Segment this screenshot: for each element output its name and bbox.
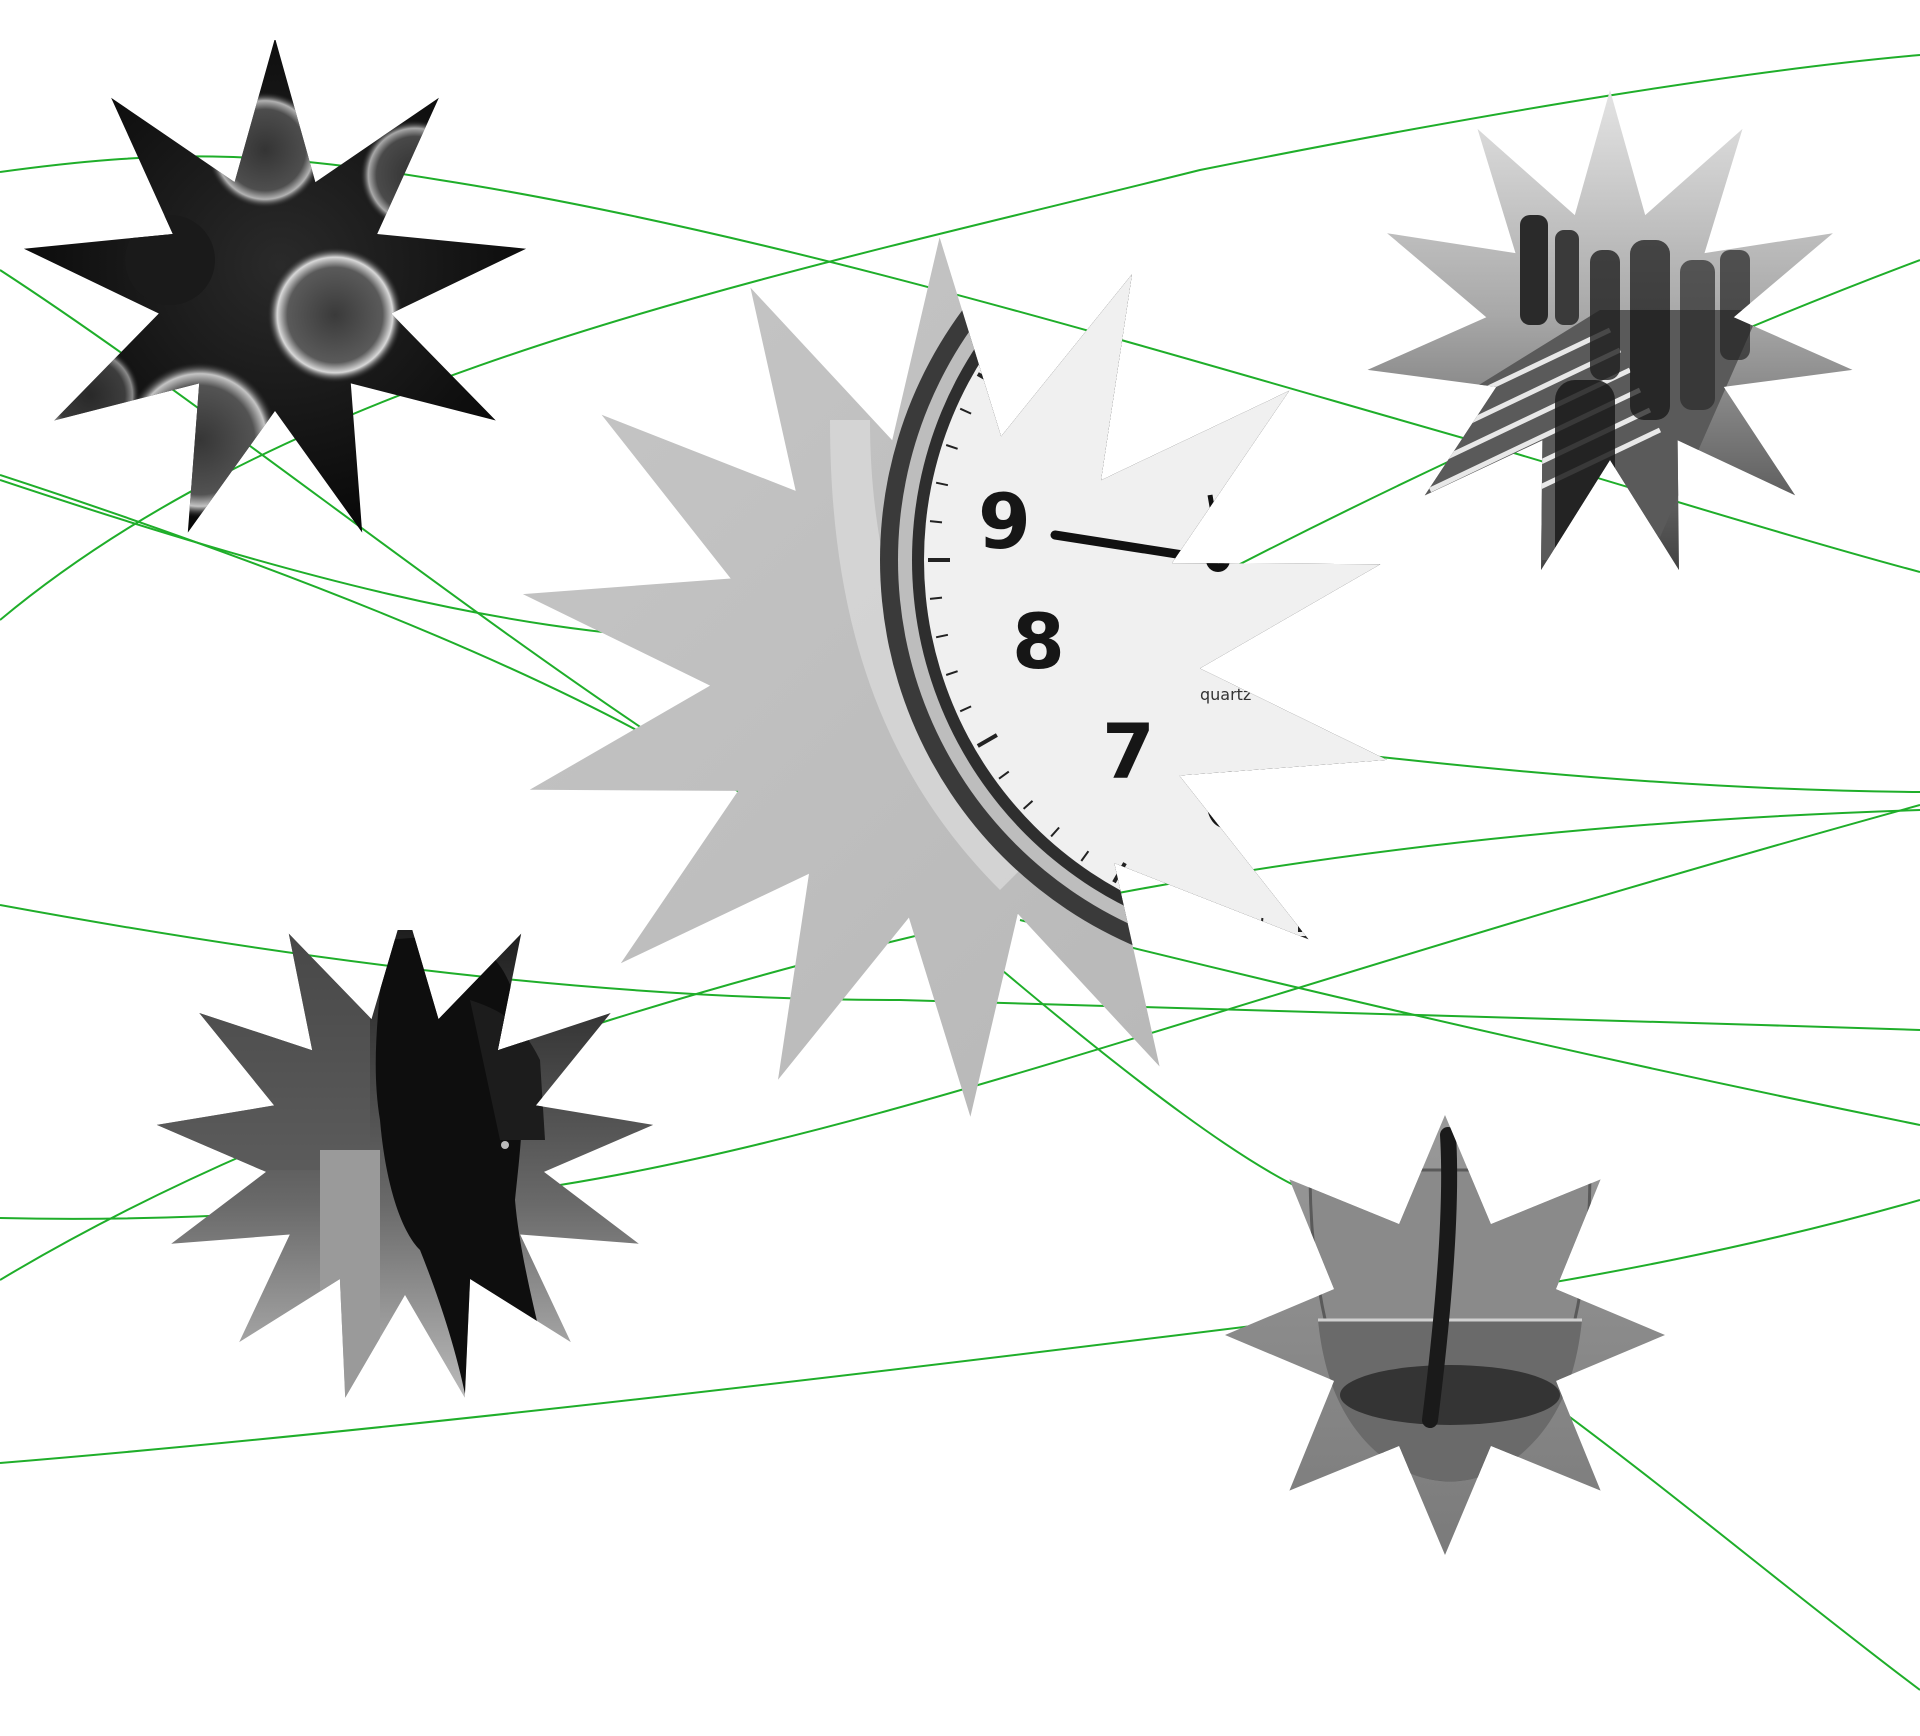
clock-tick (1336, 917, 1340, 931)
thread-line (0, 1199, 1920, 1464)
clock-tick (1512, 851, 1519, 861)
clock-tick (945, 670, 958, 676)
clock-numeral-8: 8 (1012, 597, 1065, 686)
clock-tick (1080, 850, 1090, 862)
clock-tick (1112, 237, 1127, 258)
clock-tick (1446, 889, 1451, 900)
clock-tick (945, 444, 958, 450)
clock-tick (1147, 888, 1155, 901)
crowd-on-stairs-icon (1367, 90, 1853, 571)
clock-tick (1050, 826, 1060, 838)
clock-tick (1022, 800, 1034, 810)
clock-numeral-6: 6 (1202, 757, 1255, 846)
clock-tick (1375, 196, 1378, 208)
clock-tick (1411, 902, 1415, 913)
clock-tick (1446, 220, 1451, 231)
clock-tick (1475, 863, 1486, 882)
glass-with-liquid-icon (1225, 1115, 1665, 1555)
clock-tick (935, 481, 949, 487)
clock-numeral-9: 9 (978, 477, 1031, 566)
clock-tick (1642, 671, 1653, 675)
clock-tick (959, 407, 972, 415)
thread-line (1539, 1394, 1920, 1691)
clock-numeral-7: 7 (1102, 707, 1155, 796)
clock-tick (1050, 282, 1060, 294)
clock-tick (1261, 190, 1262, 202)
clock-tick (1260, 917, 1264, 931)
thread-line (989, 959, 1331, 1201)
man-in-suit-icon (156, 930, 654, 1398)
clock-brand-label: quartz (1200, 685, 1251, 704)
thread-line (0, 54, 1920, 621)
clock-tick (1185, 206, 1189, 217)
thread-line (0, 269, 691, 761)
virus-micrograph-icon (23, 40, 527, 533)
clock-tick (1149, 220, 1154, 231)
clock-tick (1338, 190, 1339, 202)
clock-tick (1541, 828, 1549, 837)
clock-tick (1568, 801, 1577, 809)
clock-tick (1629, 706, 1640, 711)
clock-tick (1411, 206, 1415, 217)
clock-tick (1603, 735, 1622, 746)
clock-tick (935, 633, 949, 639)
clock-tick (1223, 196, 1226, 208)
clock-tick (1652, 635, 1664, 638)
clock-tick (998, 770, 1010, 780)
clock-tick (1658, 598, 1670, 599)
clock-tick (959, 705, 972, 713)
clock-tick (976, 733, 998, 748)
clock-tick (1080, 258, 1090, 270)
clock-tick (929, 520, 943, 524)
clock-tick (929, 596, 943, 600)
clock-tick (1373, 911, 1379, 925)
clock-tick (1221, 911, 1227, 925)
clock-tick (1184, 902, 1190, 915)
clock-minute-hand (1207, 494, 1225, 566)
thread-line (1019, 919, 1920, 1126)
clock-tick (998, 340, 1010, 350)
